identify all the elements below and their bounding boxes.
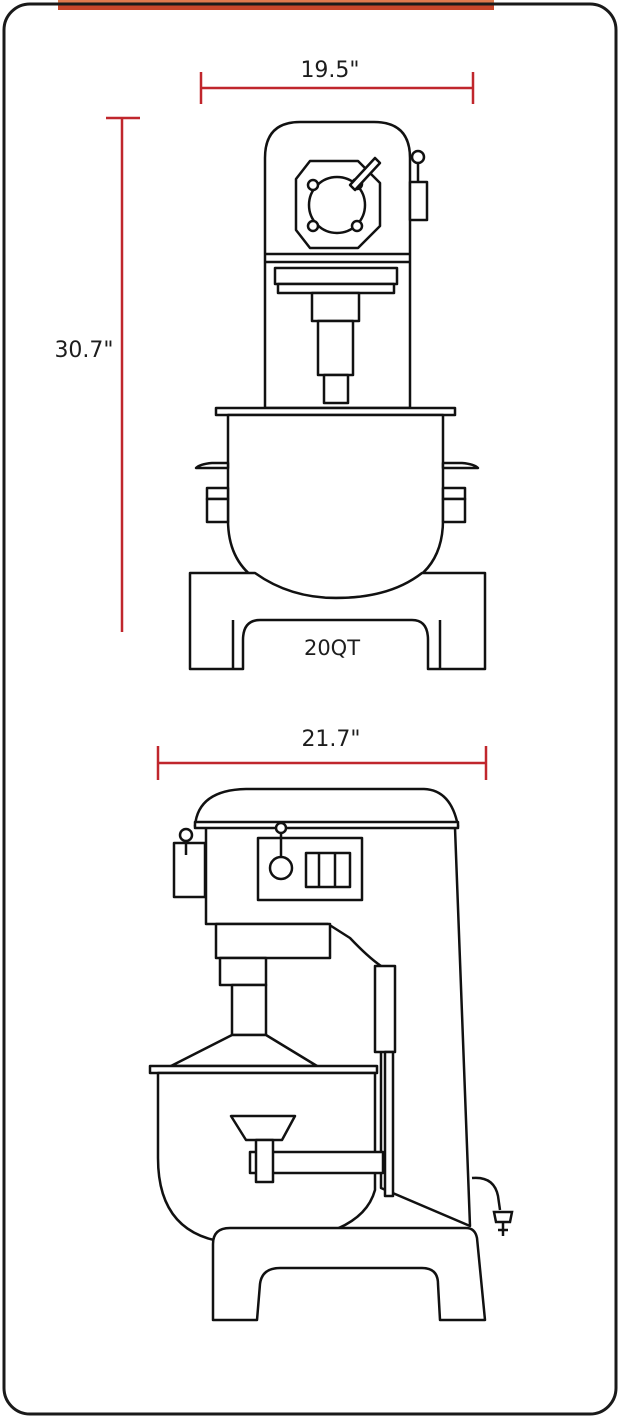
power-plug-icon bbox=[492, 1210, 514, 1236]
side-width-label: 21.7" bbox=[301, 727, 361, 752]
height-dimension bbox=[106, 116, 140, 632]
height-label: 30.7" bbox=[54, 338, 114, 363]
side-width-dimension bbox=[156, 746, 488, 780]
front-width-label: 19.5" bbox=[300, 58, 360, 83]
front-width-dimension bbox=[199, 72, 475, 104]
model-label: 20QT bbox=[303, 636, 361, 660]
mixer-front-view bbox=[188, 120, 487, 671]
mixer-side-view bbox=[148, 787, 502, 1322]
